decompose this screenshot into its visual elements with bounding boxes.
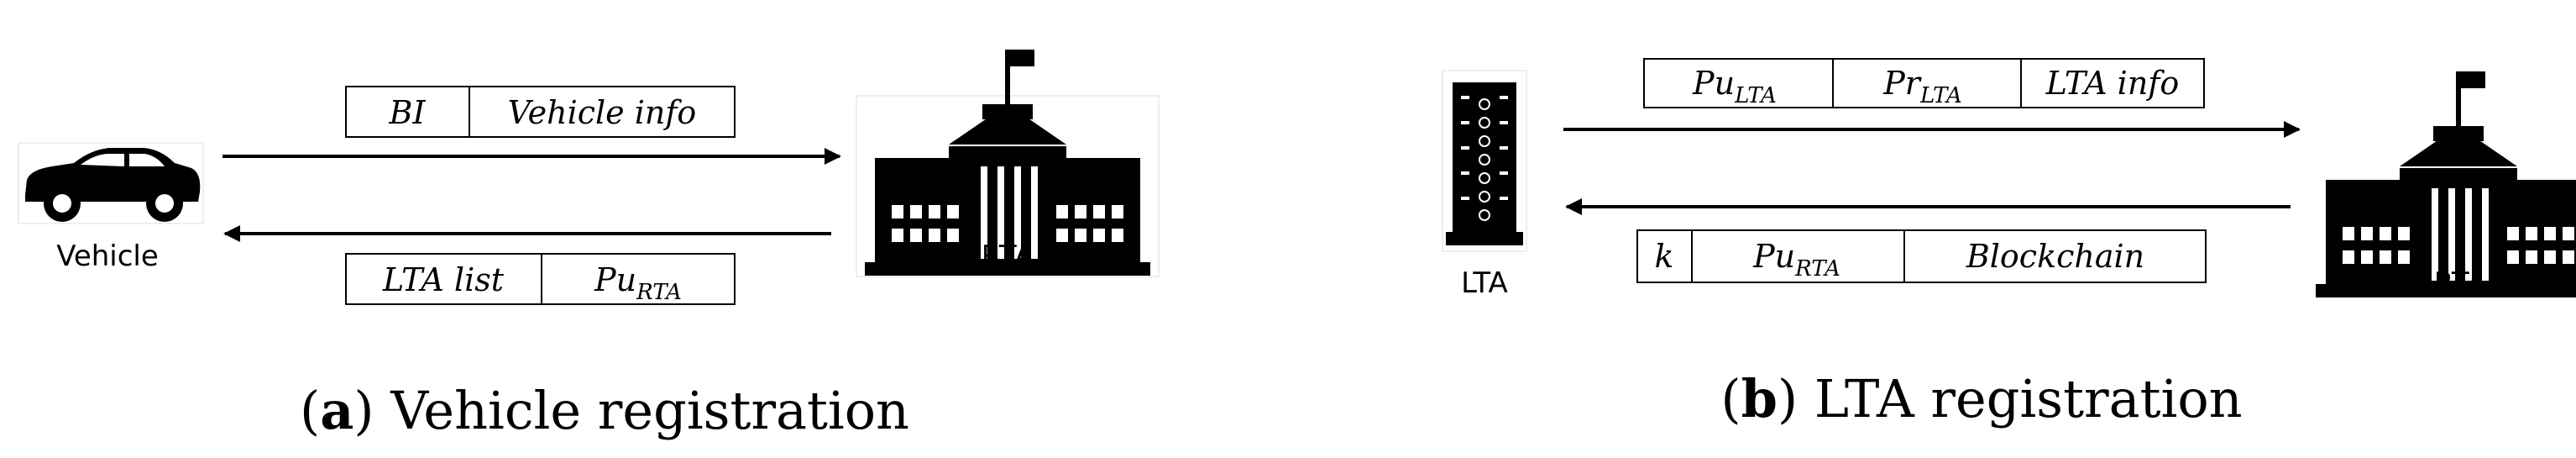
blockchain-field: Blockchain <box>1966 238 2144 275</box>
pu-rta-field-a: PuRTA <box>594 261 682 305</box>
caption-a: (a) Vehicle registration <box>300 380 909 441</box>
pr-lta-field: PrLTA <box>1882 65 1962 108</box>
vehicle-info-field: Vehicle info <box>508 94 697 131</box>
bi-field: BI <box>389 94 427 131</box>
rta-label-a: RTA <box>982 240 1034 273</box>
message-bottom-b: k PuRTA Blockchain <box>1636 229 2207 283</box>
lta-tower-icon <box>1442 70 1527 252</box>
pu-rta-field-b: PuRTA <box>1752 238 1840 282</box>
caption-b: (b) LTA registration <box>1720 368 2242 429</box>
rta-label-b: RTA <box>2434 266 2487 300</box>
lta-label: LTA <box>1461 266 1508 300</box>
k-field: k <box>1654 238 1673 275</box>
message-top-a: BI Vehicle info <box>345 86 736 138</box>
pu-lta-field: PuLTA <box>1692 65 1777 108</box>
car-icon <box>18 142 204 224</box>
message-top-b: PuLTA PrLTA LTA info <box>1643 58 2205 108</box>
lta-info-field: LTA info <box>2045 65 2180 102</box>
rta-building-icon <box>2316 71 2576 297</box>
vehicle-label: Vehicle <box>56 240 159 273</box>
message-bottom-a: LTA list PuRTA <box>345 253 736 305</box>
rta-building-icon <box>856 50 1160 276</box>
lta-list-field: LTA list <box>382 261 505 298</box>
